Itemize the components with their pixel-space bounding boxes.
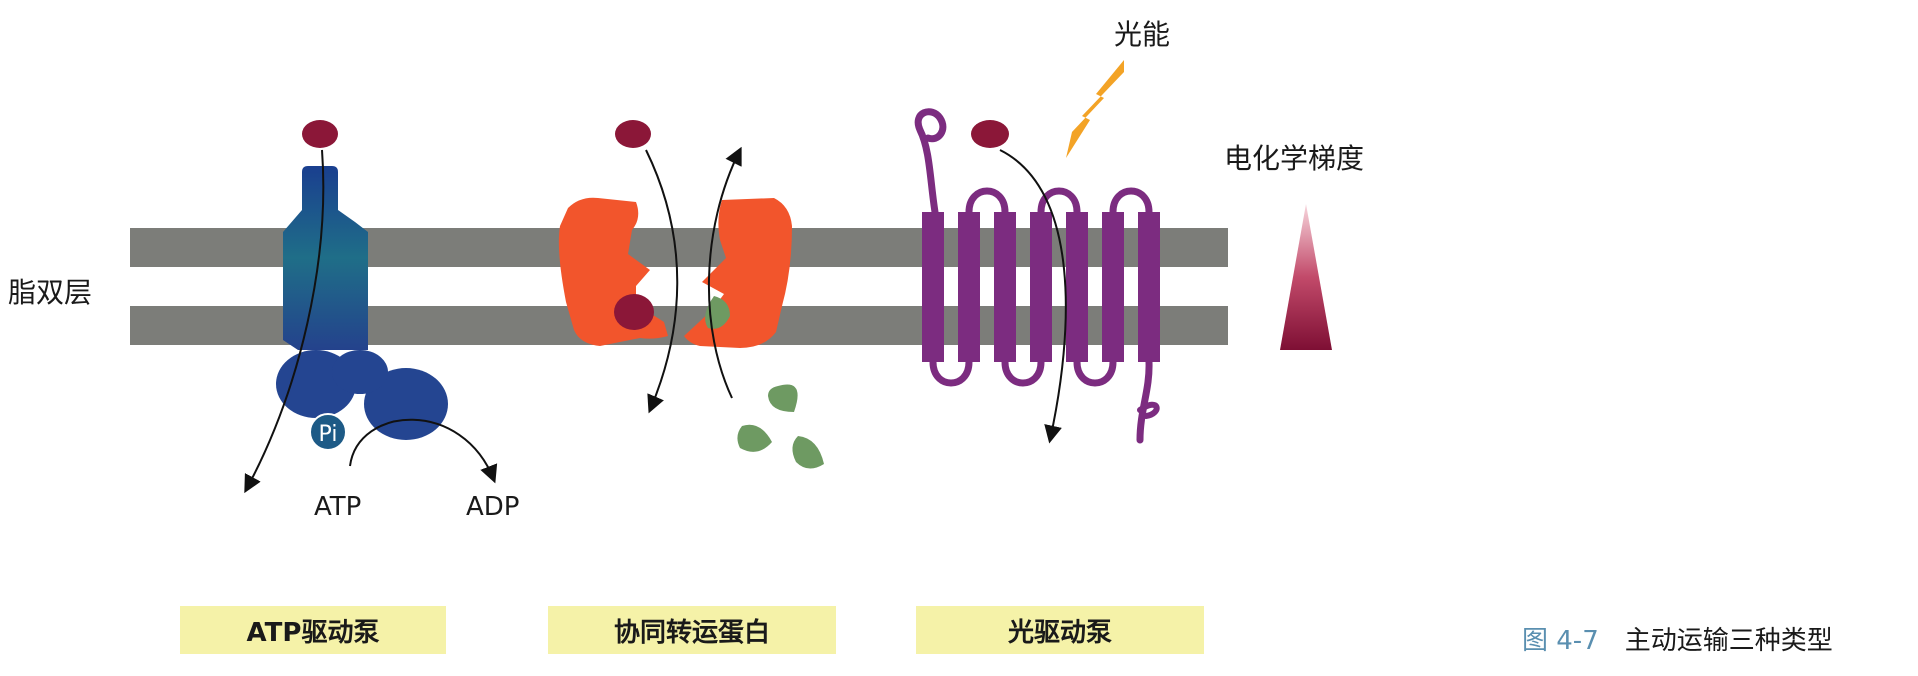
electrochemical-gradient: 电化学梯度	[1224, 142, 1364, 350]
pi-badge	[309, 413, 347, 451]
atp-pump-solute	[302, 120, 338, 148]
light-pump-solute	[971, 120, 1009, 148]
cotransporter-cosolute-2	[737, 424, 772, 452]
loop-bottom-2	[1001, 361, 1045, 387]
atp-pump-transport-arrow	[244, 149, 325, 494]
pi-label: Pi	[319, 422, 338, 447]
loop-bottom-3	[1073, 361, 1117, 387]
adp-label: ADP	[466, 492, 520, 522]
helix-4	[1030, 212, 1052, 362]
light-pump-c-terminal	[1136, 358, 1153, 444]
helix-7	[1138, 212, 1160, 362]
lipid-bilayer-label: 脂双层	[8, 276, 92, 309]
helix-6	[1102, 212, 1124, 362]
helix-1	[922, 212, 944, 362]
cotransporter-right-subunit	[684, 198, 792, 348]
light-pump-transport-arrow	[999, 149, 1067, 444]
gradient-label: 电化学梯度	[1224, 142, 1364, 175]
helix-2	[958, 212, 980, 362]
cotransporter-solute-top	[615, 120, 651, 148]
figure-number: 图 4-7	[1522, 626, 1599, 656]
atp-pump-base-mid	[332, 350, 388, 394]
atp-pump-label: ATP驱动泵	[180, 606, 446, 654]
light-pump-label: 光驱动泵	[916, 606, 1204, 654]
loop-bottom-1	[929, 361, 973, 387]
figure-title: 主动运输三种类型	[1624, 626, 1833, 656]
cotransporter-label-text: 协同转运蛋白	[613, 617, 770, 648]
loop-top-3	[1109, 187, 1153, 213]
atp-label: ATP	[314, 492, 361, 522]
helix-5	[1066, 212, 1088, 362]
atp-to-adp-arrow	[349, 418, 498, 484]
light-pump-n-terminal	[914, 108, 947, 216]
light-driven-pump: 光能	[914, 18, 1170, 444]
light-energy-label: 光能	[1114, 18, 1170, 51]
cotransporter-cosolute-3	[792, 436, 824, 469]
cotransporter-left-subunit	[558, 197, 668, 346]
gradient-triangle	[1280, 204, 1332, 350]
light-pump-helices	[922, 212, 1160, 362]
cotransporter-bound-solute	[614, 294, 654, 330]
light-pump-label-text: 光驱动泵	[1007, 617, 1112, 648]
atp-pump-channel	[283, 166, 368, 350]
atp-pump-label-text: ATP驱动泵	[246, 617, 380, 648]
light-energy-arrow	[1066, 60, 1124, 158]
loop-top-1	[965, 187, 1009, 213]
atp-driven-pump: Pi ATP ADP	[244, 120, 520, 522]
cotransporter-cosolute-arrow	[707, 146, 742, 399]
light-pump-c-terminal-curl	[1137, 401, 1160, 419]
loop-top-2	[1037, 187, 1081, 213]
cotransporter	[558, 120, 824, 469]
cotransporter-cosolute-1	[768, 384, 798, 412]
light-pump-loops	[929, 187, 1153, 387]
helix-3	[994, 212, 1016, 362]
cotransporter-solute-arrow	[645, 149, 679, 414]
cotransporter-label: 协同转运蛋白	[548, 606, 836, 654]
figure-caption: 图 4-7 主动运输三种类型	[1522, 620, 1833, 657]
